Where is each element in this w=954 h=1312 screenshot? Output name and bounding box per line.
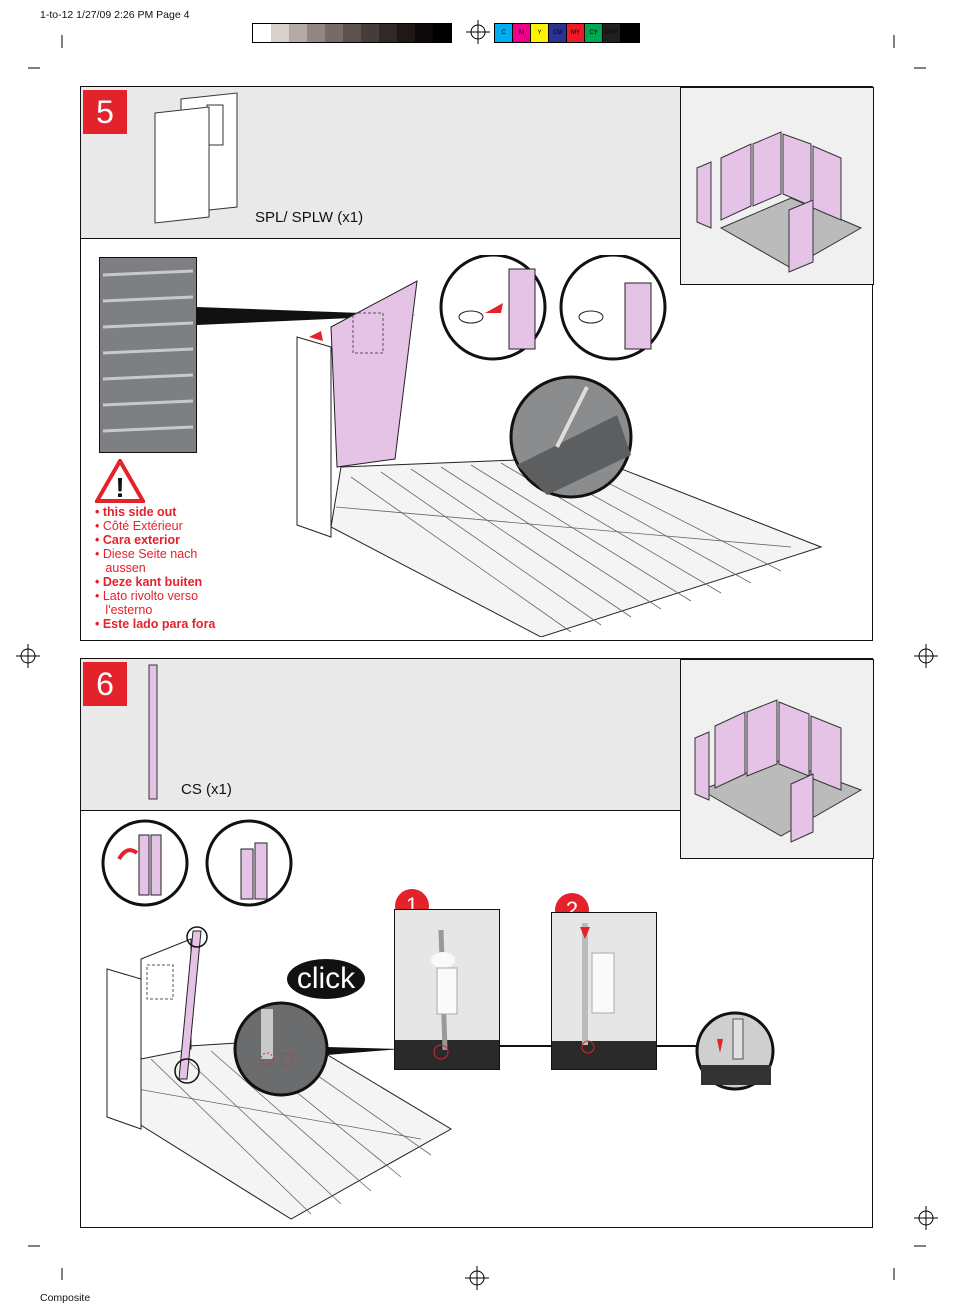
- step-6-panel: 6 CS (x1): [80, 658, 874, 1228]
- color-swatch: K: [621, 24, 639, 42]
- gray-swatch: [361, 24, 379, 42]
- gray-swatch: [397, 24, 415, 42]
- gray-swatch: [343, 24, 361, 42]
- color-swatch: MY: [567, 24, 585, 42]
- warning-line: aussen: [95, 561, 146, 575]
- warning-line: • Diese Seite nach: [95, 547, 198, 561]
- detail-magnifiers: [439, 255, 667, 499]
- warning-line: l'esterno: [95, 603, 153, 617]
- page-footer: Composite: [40, 1292, 91, 1304]
- step-6-header: [81, 659, 681, 811]
- gray-swatch: [379, 24, 397, 42]
- connector-line: [500, 1045, 552, 1047]
- warning-line: • this side out: [95, 505, 177, 519]
- click-detail-magnifier: [233, 1001, 401, 1097]
- warning-line: • Deze kant buiten: [95, 575, 203, 589]
- step-6-badge: 6: [83, 662, 127, 706]
- step-5-panel: 5 SPL/ SPLW (x1) ! •: [80, 86, 874, 641]
- warning-line: • Cara exterior: [95, 533, 180, 547]
- step-5-assembly-drawing: [296, 280, 823, 637]
- warning-line: • Lato rivolto verso: [95, 589, 199, 603]
- step-6-part-label: CS (x1): [181, 781, 232, 798]
- gray-swatch: [307, 24, 325, 42]
- step-5-badge: 5: [83, 90, 127, 134]
- color-swatch: CM: [549, 24, 567, 42]
- page-header: 1-to-12 1/27/09 2:26 PM Page 4: [40, 9, 190, 21]
- strip-detail-magnifiers: [101, 819, 293, 907]
- gray-swatch: [325, 24, 343, 42]
- step-5-part-label: SPL/ SPLW (x1): [255, 209, 364, 226]
- gray-swatch: [253, 24, 271, 42]
- photo-1: [394, 909, 500, 1070]
- gray-swatch: [415, 24, 433, 42]
- connector-line: [657, 1045, 703, 1047]
- callout-pointer: [197, 307, 417, 325]
- color-swatch: M: [513, 24, 531, 42]
- color-swatch: CMY: [603, 24, 621, 42]
- warning-icon: !: [95, 459, 145, 503]
- color-swatch: Y: [531, 24, 549, 42]
- color-swatch: CY: [585, 24, 603, 42]
- step-6-overview-thumbnail: [680, 659, 874, 859]
- color-swatch: C: [495, 24, 513, 42]
- step-6-assembly-drawing: [106, 926, 452, 1220]
- gray-swatch: [271, 24, 289, 42]
- warning-list: • this side out• Côté Extérieur• Cara ex…: [95, 505, 215, 631]
- gray-swatch: [433, 24, 451, 42]
- step-5-overview-thumbnail: [680, 87, 874, 285]
- click-callout: click: [287, 959, 365, 999]
- shed-overview-icon: [694, 699, 863, 843]
- warning-line: • Este lado para fora: [95, 617, 216, 631]
- svg-text:!: !: [115, 472, 124, 503]
- corner-strip-part-icon: [148, 664, 158, 800]
- registration-mark-icon: [16, 20, 938, 1290]
- panel-part-icon: [154, 92, 238, 224]
- gray-swatch: [289, 24, 307, 42]
- wall-texture-sample: [99, 257, 197, 453]
- photo-2: [551, 912, 657, 1070]
- warning-line: • Côté Extérieur: [95, 519, 183, 533]
- gray-calibration-bar: [252, 23, 452, 43]
- shed-overview-icon: [696, 131, 863, 273]
- final-detail-magnifier: [695, 1011, 775, 1091]
